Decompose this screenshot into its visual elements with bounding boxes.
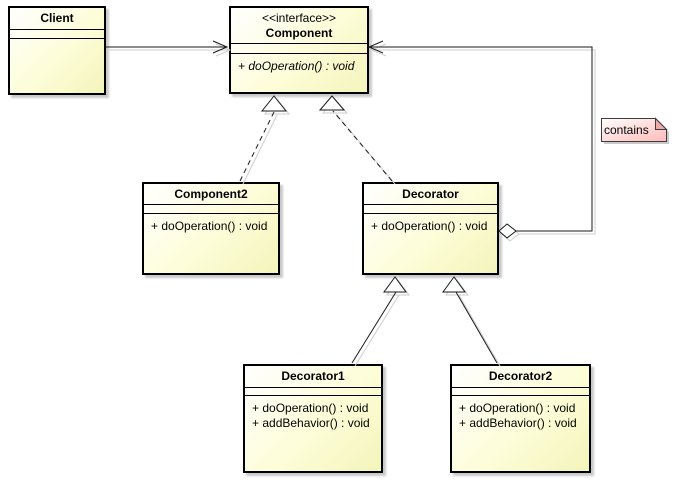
class-title: Decorator2: [452, 366, 589, 388]
open-arrowhead-icon: [212, 40, 229, 54]
class-title: Component2: [144, 184, 278, 205]
association-client-component[interactable]: [106, 40, 229, 54]
operations-compartment: + doOperation() : void + addBehavior() :…: [245, 396, 381, 431]
operation: + doOperation() : void: [151, 219, 268, 233]
operation: + doOperation() : void: [238, 59, 355, 73]
class-component2[interactable]: Component2 + doOperation() : void: [142, 182, 280, 275]
class-title: Client: [10, 8, 104, 30]
operation: + doOperation() : void: [459, 401, 576, 415]
note-label: contains: [604, 123, 649, 137]
open-arrowhead-icon: [367, 40, 384, 54]
hollow-triangle-icon: [260, 95, 288, 112]
class-client[interactable]: Client: [8, 6, 106, 95]
class-name: Decorator: [402, 186, 459, 201]
hollow-diamond-icon: [498, 223, 517, 239]
generalization-decorator2-decorator[interactable]: [442, 276, 498, 364]
operation: + doOperation() : void: [371, 219, 488, 233]
aggregation-line[interactable]: [369, 46, 593, 232]
class-title: Decorator1: [245, 366, 381, 388]
attributes-compartment: [364, 205, 497, 214]
class-stereotype: <<interface>>: [261, 11, 337, 26]
class-name: Decorator2: [488, 369, 553, 384]
attributes-compartment: [231, 44, 367, 54]
attributes-compartment: [245, 388, 381, 396]
operations-compartment: + doOperation() : void: [231, 54, 367, 74]
operation: + doOperation() : void: [252, 401, 369, 415]
class-name: Decorator1: [281, 369, 345, 384]
hollow-triangle-icon: [318, 95, 346, 111]
realization-component2-component[interactable]: [239, 95, 288, 182]
class-title: Decorator: [364, 184, 497, 205]
class-decorator1[interactable]: Decorator1 + doOperation() : void + addB…: [243, 364, 383, 473]
realization-decorator-component[interactable]: [318, 95, 393, 182]
hollow-triangle-icon: [383, 276, 407, 293]
attributes-compartment: [10, 30, 104, 39]
note-fold-icon: [655, 117, 668, 130]
class-name: Client: [40, 11, 74, 26]
class-title: <<interface>> Component: [231, 8, 367, 44]
class-name: Component: [265, 25, 333, 40]
class-component[interactable]: <<interface>> Component + doOperation() …: [229, 6, 369, 94]
operation: + addBehavior() : void: [459, 416, 577, 430]
operations-compartment: + doOperation() : void: [364, 214, 497, 234]
generalization-line[interactable]: [455, 291, 498, 364]
attributes-compartment: [452, 388, 589, 396]
class-decorator[interactable]: Decorator + doOperation() : void: [362, 182, 499, 275]
note-body[interactable]: [601, 118, 667, 142]
realization-line[interactable]: [239, 111, 275, 182]
hollow-triangle-icon: [442, 276, 466, 293]
aggregation-decorator-component[interactable]: [367, 40, 593, 239]
generalization-decorator1-decorator[interactable]: [351, 276, 407, 364]
class-name: Component2: [174, 186, 248, 201]
operations-compartment: + doOperation() : void: [144, 214, 278, 234]
class-decorator2[interactable]: Decorator2 + doOperation() : void + addB…: [450, 364, 591, 473]
note-contains[interactable]: [601, 117, 670, 145]
generalization-line[interactable]: [351, 291, 397, 364]
operation: + addBehavior() : void: [252, 416, 370, 430]
realization-line[interactable]: [332, 110, 393, 182]
operations-compartment: + doOperation() : void + addBehavior() :…: [452, 396, 589, 431]
attributes-compartment: [144, 205, 278, 214]
connector-shadows: [109, 43, 596, 367]
